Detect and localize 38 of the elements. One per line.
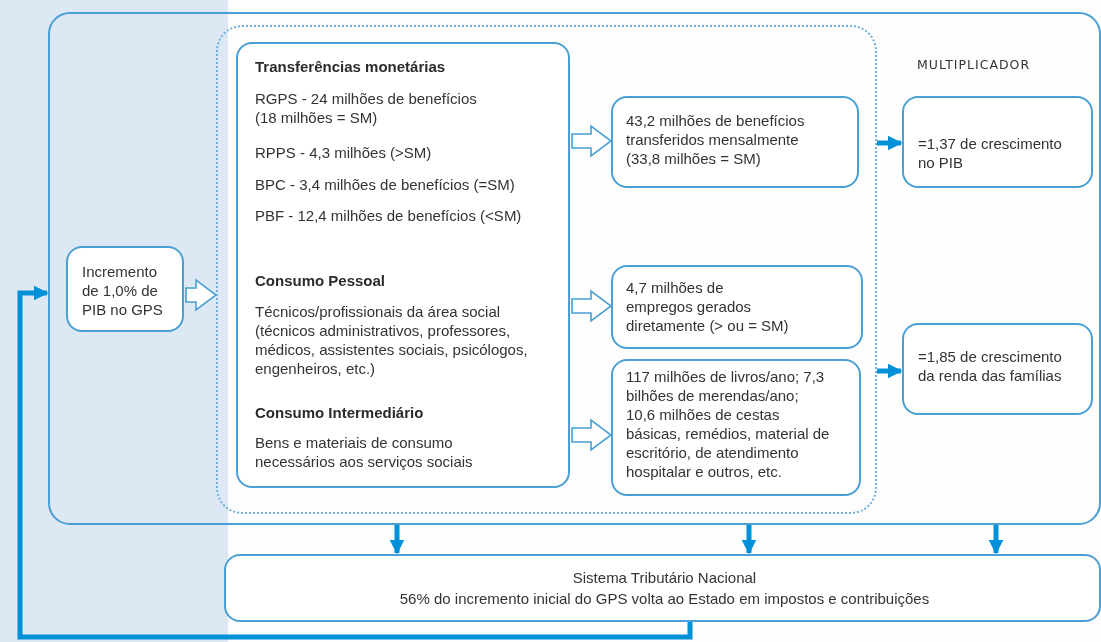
arrow bbox=[877, 135, 903, 151]
node-text: =1,85 de crescimento da renda das famílias bbox=[918, 347, 1063, 385]
node-text: =1,37 de crescimento no PIB bbox=[918, 134, 1063, 172]
node-text: RGPS - 24 milhões de benefícios (18 milhões = SM) bbox=[255, 89, 478, 127]
arrow bbox=[988, 525, 1004, 555]
container-box bbox=[216, 25, 877, 514]
section-heading: Consumo Intermediário bbox=[255, 403, 425, 422]
node-text: Técnicos/profissionais da área social (técnicos administrativos, professores, médicos, assistentes sociais, psicólogos, engenheiros, etc.) bbox=[255, 302, 529, 378]
process-box bbox=[224, 554, 1101, 622]
node-text: 56% do incremento inicial do GPS volta ao Estado em impostos e contribuições bbox=[398, 589, 931, 608]
feedback-arrow bbox=[17, 285, 693, 640]
arrow bbox=[877, 363, 903, 379]
block-arrow bbox=[571, 124, 613, 158]
process-box bbox=[66, 246, 184, 332]
block-arrow bbox=[571, 289, 613, 323]
process-box bbox=[236, 42, 570, 488]
process-box bbox=[611, 265, 863, 349]
node-text: Incremento de 1,0% de PIB no GPS bbox=[82, 262, 164, 319]
node-text: BPC - 3,4 milhões de benefícios (=SM) bbox=[255, 175, 516, 194]
node-text: Sistema Tributário Nacional bbox=[571, 568, 758, 587]
node-text: 43,2 milhões de benefícios transferidos mensalmente (33,8 milhões = SM) bbox=[626, 111, 806, 168]
process-box bbox=[902, 323, 1093, 415]
section-heading: Consumo Pessoal bbox=[255, 271, 387, 290]
node-text: Bens e materiais de consumo necessários aos serviços sociais bbox=[255, 433, 474, 471]
node-text: RPPS - 4,3 milhões (>SM) bbox=[255, 143, 433, 162]
section-heading: Transferências monetárias bbox=[255, 57, 447, 76]
process-box bbox=[902, 96, 1093, 188]
arrow bbox=[389, 525, 405, 555]
block-arrow bbox=[571, 418, 613, 452]
process-box bbox=[611, 96, 859, 188]
process-box bbox=[611, 359, 861, 496]
block-arrow bbox=[185, 278, 218, 312]
node-text: 4,7 milhões de empregos gerados diretamente (> ou = SM) bbox=[626, 278, 790, 335]
arrow bbox=[741, 525, 757, 555]
column-heading: MULTIPLICADOR bbox=[917, 57, 1031, 72]
container-box bbox=[48, 12, 1101, 525]
node-text: 117 milhões de livros/ano; 7,3 bilhões de merendas/ano; 10,6 milhões de cestas básicas, remédios, material de escritório, de atendimento hospitalar e outros, etc. bbox=[626, 367, 831, 481]
node-text: PBF - 12,4 milhões de benefícios (<SM) bbox=[255, 206, 523, 225]
